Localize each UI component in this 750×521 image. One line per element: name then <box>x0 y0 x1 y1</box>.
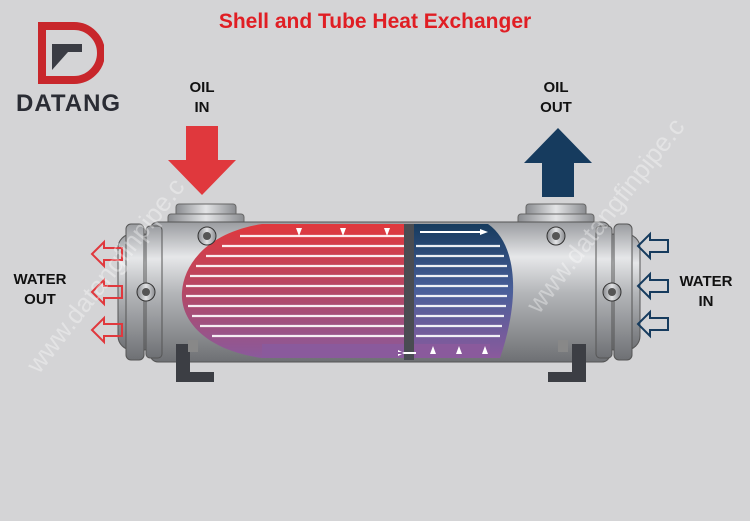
water-in-arrows <box>636 231 669 339</box>
water-in-label: WATER IN <box>670 272 742 312</box>
oil-in-label: OIL IN <box>172 78 232 118</box>
oil-in-arrow <box>168 126 236 195</box>
water-in-label-line1: WATER <box>679 273 733 290</box>
right-foot-bolt <box>558 340 568 352</box>
oil-cold-section <box>412 224 514 358</box>
oil-out-label-line2: OUT <box>540 99 572 116</box>
water-in-label-line2: IN <box>698 293 714 310</box>
tube-bundle <box>186 234 508 338</box>
oil-in-label-line2: IN <box>194 99 210 116</box>
right-support-foot <box>548 344 586 382</box>
brand-logo-icon <box>38 22 104 84</box>
oil-hot-section <box>181 224 408 358</box>
water-out-label-line1: WATER <box>13 271 67 288</box>
left-support-foot <box>176 344 214 382</box>
page-title: Shell and Tube Heat Exchanger <box>218 10 532 33</box>
oil-out-label: OIL OUT <box>526 78 586 118</box>
baffle-plate <box>404 224 414 360</box>
left-foot-bolt <box>188 340 198 352</box>
brand-name: DATANG <box>16 90 122 117</box>
bolt-icons <box>136 226 622 302</box>
water-out-label: WATER OUT <box>4 270 76 310</box>
oil-out-arrow <box>524 128 592 197</box>
water-out-arrows <box>90 239 123 345</box>
bottom-oil-channel <box>262 344 490 358</box>
oil-flow-arrows <box>296 228 488 356</box>
oil-out-label-line1: OIL <box>543 79 569 96</box>
oil-in-label-line1: OIL <box>189 79 215 96</box>
water-out-label-line2: OUT <box>24 291 56 308</box>
